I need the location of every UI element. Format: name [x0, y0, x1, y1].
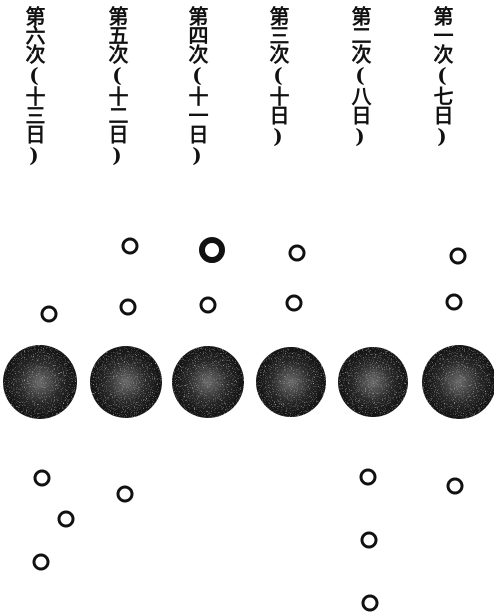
observation-label-3: 第三次(十日) [266, 6, 290, 147]
moon [32, 553, 50, 571]
moon [361, 594, 379, 612]
planet-3 [256, 347, 326, 417]
moon [359, 468, 377, 486]
observation-label-5: 第五次(十二日) [105, 6, 129, 166]
moon [446, 477, 464, 495]
moon [33, 469, 51, 487]
moon-bright [199, 237, 225, 263]
moon [288, 244, 306, 262]
planet-2 [338, 347, 408, 417]
observation-label-6: 第六次(十三日) [22, 6, 46, 166]
moon [449, 247, 467, 265]
moon [116, 485, 134, 503]
moon [199, 296, 217, 314]
moon [40, 305, 58, 323]
planet-row [3, 345, 494, 419]
observation-label-4: 第四次(十一日) [185, 6, 209, 166]
moon [445, 293, 463, 311]
moon [57, 510, 75, 528]
planet-6 [3, 345, 77, 419]
observation-label-1: 第一次(七日) [430, 6, 454, 147]
moon [119, 298, 137, 316]
observation-label-2: 第二次(八日) [348, 6, 372, 147]
planet-1 [422, 345, 494, 419]
moon [121, 237, 139, 255]
planet-4 [172, 346, 244, 418]
moon [285, 294, 303, 312]
planet-5 [90, 346, 162, 418]
moon [360, 531, 378, 549]
